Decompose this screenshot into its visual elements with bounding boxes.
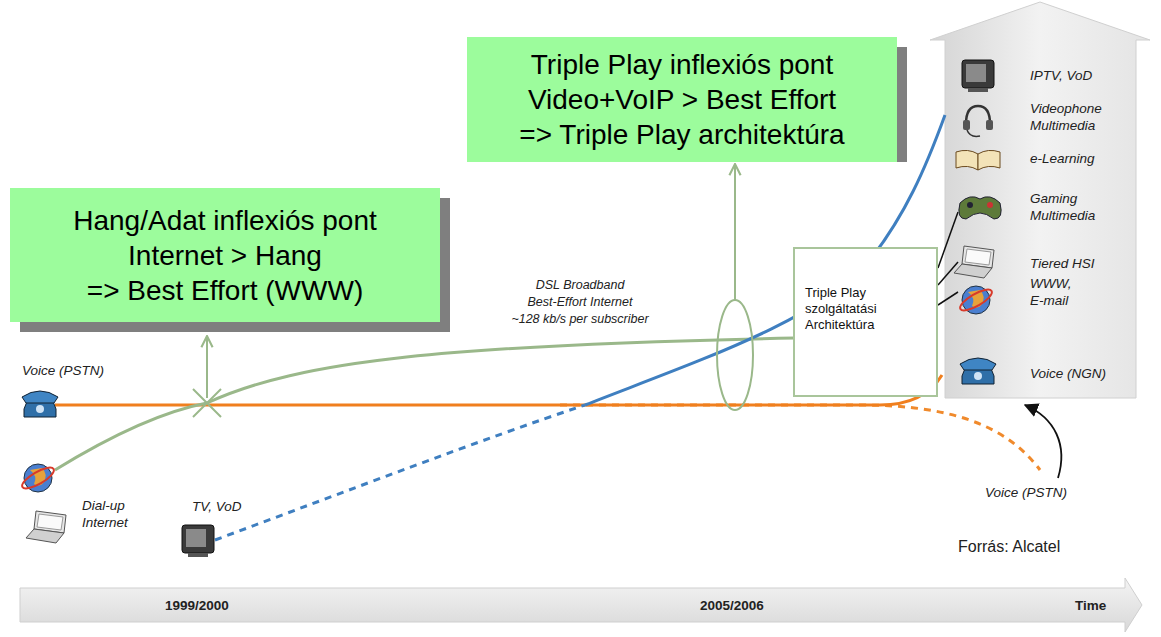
service-link: [938, 292, 958, 305]
node-text: Voice (NGN): [1030, 365, 1130, 382]
tv-icon: [962, 60, 994, 92]
architecture-box: Triple Play szolgáltatási Architektúra: [793, 247, 938, 397]
time-axis: [20, 578, 1142, 632]
video-curve-dashed: [215, 405, 585, 540]
service-link: [938, 212, 958, 268]
headset-icon: [963, 106, 993, 136]
node-text: WWW, E-mail: [1030, 275, 1080, 309]
label: 2005/2006: [700, 597, 800, 614]
internet-curve: [55, 338, 795, 470]
globe-icon: [19, 464, 56, 492]
node-text: Tiered HSI: [1030, 255, 1130, 272]
node-text: Triple Play szolgáltatási Architektúra: [805, 285, 905, 333]
node-text: => Best Effort (WWW): [87, 273, 363, 308]
pstn-decline-curve: [560, 405, 1040, 470]
node-text: e-Learning: [1030, 150, 1130, 167]
leader-line: [206, 336, 208, 398]
callout-box: Triple Play inflexiós pontVideo+VoIP > B…: [467, 37, 897, 162]
callout-box: Hang/Adat inflexiós pontInternet > Hang=…: [10, 188, 440, 322]
node-text: Hang/Adat inflexiós pont: [73, 203, 377, 238]
migration-arrow: [1025, 405, 1061, 478]
label: Forrás: Alcatel: [958, 538, 1108, 555]
node-text: IPTV, VoD: [1030, 67, 1130, 84]
service-arrow: [930, 2, 1150, 398]
label: Best-Effort Internet: [470, 294, 690, 311]
node-text: => Triple Play architektúra: [519, 117, 844, 152]
leader-line: [734, 164, 736, 300]
laptop-icon: [26, 511, 66, 543]
node-text: Gaming Multimedia: [1030, 190, 1105, 224]
label: Dial-up Internet: [82, 497, 140, 531]
laptop-icon: [954, 246, 994, 278]
label: 1999/2000: [165, 597, 265, 614]
node-text: Videophone Multimedia: [1030, 100, 1115, 134]
label: Voice (PSTN): [985, 484, 1095, 501]
inflection-ellipse: [717, 300, 753, 410]
phone-icon: [960, 358, 996, 384]
label: Voice (PSTN): [22, 362, 132, 379]
node-text: Triple Play inflexiós pont: [531, 47, 833, 82]
node-text: Internet > Hang: [128, 238, 322, 273]
label: ~128 kb/s per subscriber: [470, 311, 690, 328]
label: TV, VoD: [192, 498, 272, 515]
tv-icon: [182, 525, 214, 557]
phone-icon: [22, 391, 58, 417]
label: Time: [1075, 597, 1125, 614]
globe-icon: [957, 286, 994, 314]
node-text: Video+VoIP > Best Effort: [528, 82, 836, 117]
service-band: IPTV, VoD Videophone Multimedia e-Learning…: [945, 40, 1136, 398]
gamepad-icon: [959, 197, 1001, 219]
label: DSL Broadband: [470, 277, 690, 294]
book-icon: [956, 150, 1000, 170]
